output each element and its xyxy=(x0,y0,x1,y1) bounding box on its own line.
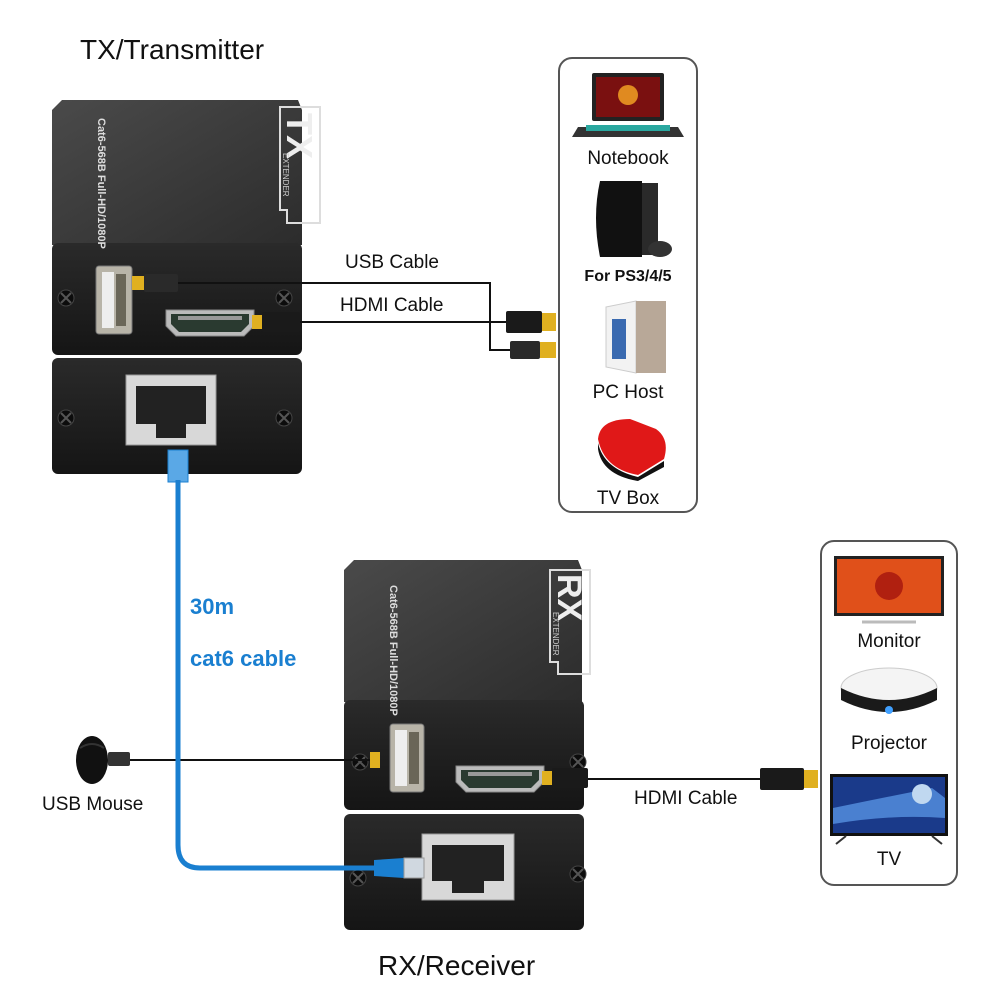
device-label: PC Host xyxy=(592,382,664,403)
tx-front-upper xyxy=(52,243,302,355)
tx-hdmi-cable xyxy=(252,311,556,333)
display-devices-panel: Monitor Projector TV xyxy=(820,540,958,886)
display-device-projector: Projector xyxy=(822,658,956,755)
monitor-icon xyxy=(834,556,944,624)
rj45-port-icon xyxy=(421,833,515,901)
screw-icon xyxy=(349,869,367,887)
rx-badge-text: RX xyxy=(550,574,588,622)
rx-hdmi-cable xyxy=(542,768,818,790)
tx-badge-sub: EXTENDER xyxy=(281,153,290,197)
rx-hdmi-cable-label: HDMI Cable xyxy=(634,788,738,809)
tx-top-face xyxy=(52,100,302,245)
hdmi-port-icon xyxy=(165,309,255,337)
rx-badge-sub: EXTENDER xyxy=(551,612,560,656)
rx-spec-text: Cat6-568B Full-HD/1080P xyxy=(387,585,399,716)
mouse-usb-cable xyxy=(108,752,380,768)
mouse-label: USB Mouse xyxy=(42,794,144,815)
device-label: Monitor xyxy=(857,631,921,652)
tv-box-icon xyxy=(598,419,666,481)
usb-port-icon xyxy=(389,723,425,793)
screw-icon xyxy=(569,753,587,771)
tx-hdmi-cable-label: HDMI Cable xyxy=(340,295,444,316)
cat6-cable xyxy=(167,449,425,879)
usb-port-icon xyxy=(95,265,133,335)
rx-unit: RX EXTENDER Cat6-568B Full-HD/1080P xyxy=(344,560,591,930)
tv-icon xyxy=(830,774,948,845)
rj45-port-icon xyxy=(125,374,217,446)
device-label: Projector xyxy=(850,733,928,754)
screw-icon xyxy=(275,289,293,307)
display-device-monitor: Monitor xyxy=(822,550,956,653)
cable-type-label: cat6 cable xyxy=(190,646,297,671)
screw-icon xyxy=(275,409,293,427)
receiver-title: RX/Receiver xyxy=(378,950,536,981)
source-devices-panel: Notebook For PS3/4/5 PC Host TV Box xyxy=(558,57,698,513)
screw-icon xyxy=(569,865,587,883)
tx-spec-text: Cat6-568B Full-HD/1080P xyxy=(95,118,107,249)
device-label: For PS3/4/5 xyxy=(584,268,672,285)
rx-top-face xyxy=(344,560,582,702)
tx-usb-cable xyxy=(132,274,556,359)
mouse-icon xyxy=(76,736,108,784)
screw-icon xyxy=(351,753,369,771)
tx-usb-cable-label: USB Cable xyxy=(345,252,439,273)
device-label: TV Box xyxy=(596,488,660,509)
hdmi-port-icon xyxy=(455,765,545,793)
rx-badge: RX EXTENDER xyxy=(549,569,591,675)
game-console-icon xyxy=(596,181,672,257)
tx-badge-text: TX xyxy=(279,113,320,159)
screw-icon xyxy=(57,289,75,307)
source-device-console: For PS3/4/5 xyxy=(560,177,696,286)
source-device-tvbox: TV Box xyxy=(560,413,696,510)
screw-icon xyxy=(57,409,75,427)
source-device-notebook: Notebook xyxy=(560,67,696,170)
cable-length-label: 30m xyxy=(190,594,235,619)
device-label: TV xyxy=(876,849,902,870)
source-device-pc: PC Host xyxy=(560,297,696,404)
laptop-icon xyxy=(572,73,684,137)
display-device-tv: TV xyxy=(822,768,956,871)
transmitter-title: TX/Transmitter xyxy=(80,34,265,65)
device-label: Notebook xyxy=(587,148,669,169)
pc-tower-icon xyxy=(605,300,666,374)
tx-unit: TX EXTENDER Cat6-568B Full-HD/1080P xyxy=(52,100,321,474)
projector-icon xyxy=(840,667,938,714)
tx-badge: TX EXTENDER xyxy=(279,106,321,224)
